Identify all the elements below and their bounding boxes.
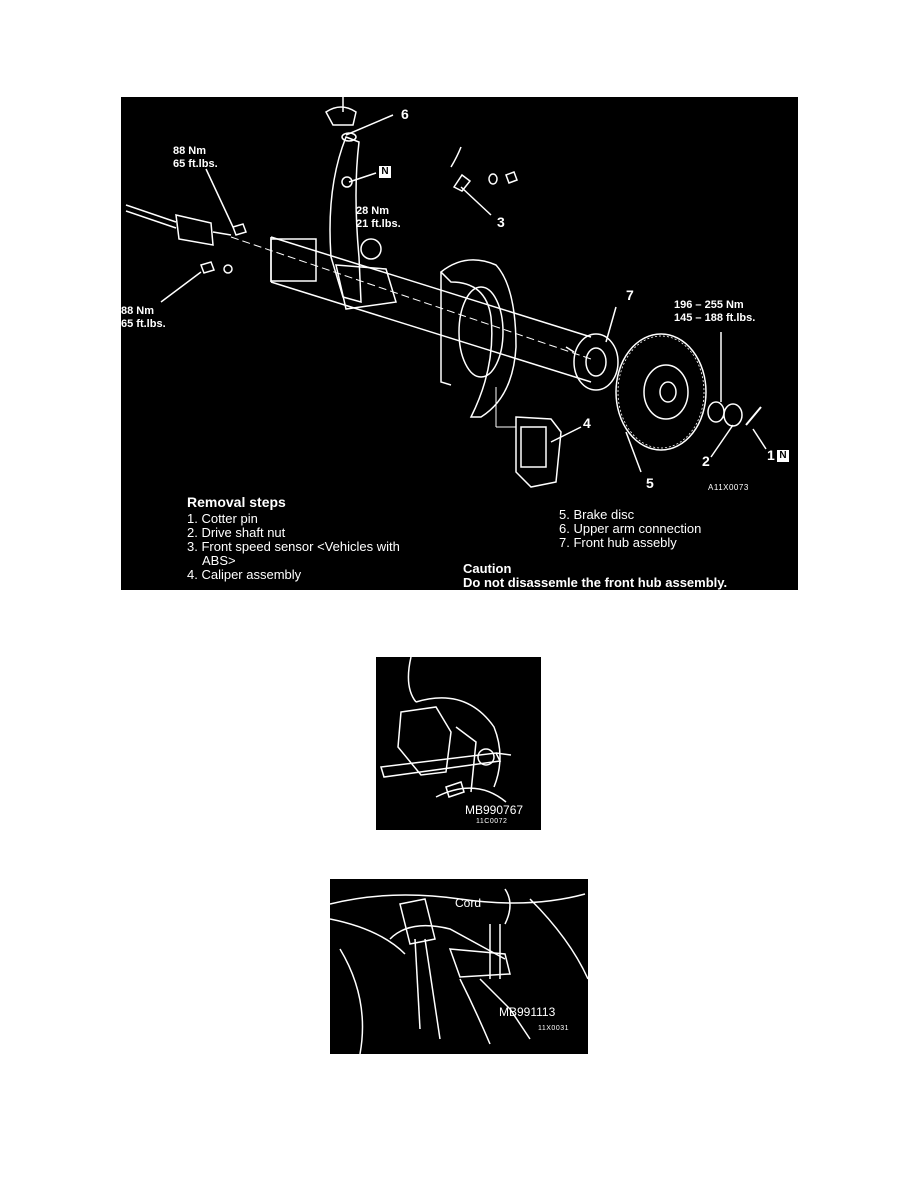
caution-title: Caution — [463, 561, 512, 576]
cord-label: Cord — [455, 896, 482, 910]
removal-steps-heading: Removal steps — [187, 494, 286, 510]
callout-4: 4 — [583, 415, 591, 431]
caution-text: Do not disassemle the front hub assembly… — [463, 575, 728, 590]
figure-code-tool-1: 11C0072 — [476, 818, 508, 825]
torque-center: 28 Nm 21 ft.lbs. — [356, 205, 401, 230]
front-axle-exploded-drawing — [125, 97, 767, 488]
callout-2: 2 — [702, 453, 710, 469]
tool-number-2: MB991113 — [499, 1005, 556, 1019]
step-5: 5. Brake disc — [559, 507, 635, 522]
cord-and-tool-drawing — [330, 888, 588, 1054]
removal-steps-left: Removal steps 1. Cotter pin 2. Drive sha… — [187, 495, 400, 582]
ball-joint-remover-drawing — [380, 657, 512, 803]
callout-1: 1 — [767, 447, 775, 463]
torque-top-left: 88 Nm 65 ft.lbs. — [173, 145, 218, 170]
callout-6: 6 — [401, 106, 409, 122]
tool-number-1: MB990767 — [465, 803, 524, 817]
step-6: 6. Upper arm connection — [559, 521, 702, 536]
new-part-mark-nut: N — [379, 166, 391, 178]
step-4: 4. Caliper assembly — [187, 567, 302, 582]
torque-right: 196 – 255 Nm 145 – 188 ft.lbs. — [674, 299, 756, 324]
callout-3: 3 — [497, 214, 505, 230]
torque-mid-left: 88 Nm 65 ft.lbs. — [121, 305, 166, 330]
caution-note: Caution Do not disassemle the front hub … — [463, 562, 727, 590]
tool-figure-1: MB990767 11C0072 — [376, 657, 541, 830]
step-3: 3. Front speed sensor <Vehicles with — [187, 539, 400, 554]
figure-code-tool-2: 11X0031 — [538, 1025, 570, 1032]
callout-5: 5 — [646, 475, 654, 491]
tool-figure-2: Cord MB991113 11X0031 — [330, 879, 588, 1054]
step-3-cont: ABS> — [202, 553, 236, 568]
callout-7: 7 — [626, 287, 634, 303]
figure-code-main: A11X0073 — [708, 483, 749, 492]
new-part-mark-cotter-pin: N — [777, 450, 789, 462]
main-diagram: 6 3 7 4 2 1 5 N N 88 Nm 65 ft.lbs. 28 Nm… — [121, 97, 798, 590]
removal-steps-right: 5. Brake disc 6. Upper arm connection 7.… — [559, 508, 701, 550]
step-7: 7. Front hub assebly — [559, 535, 677, 550]
step-2: 2. Drive shaft nut — [187, 525, 286, 540]
step-1: 1. Cotter pin — [187, 511, 258, 526]
